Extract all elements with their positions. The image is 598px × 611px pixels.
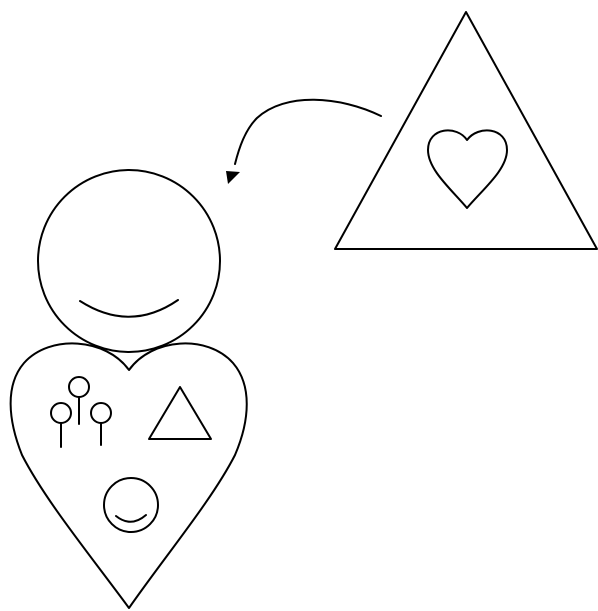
smiley-face-icon (104, 478, 158, 532)
head-circle (38, 170, 220, 352)
heart-in-triangle-icon (428, 130, 507, 208)
small-triangle-icon (149, 387, 211, 439)
curved-arrow-line (235, 100, 381, 164)
smiley-face-mouth (116, 515, 146, 522)
tree-top-left (51, 403, 71, 423)
smiley-face-circle (104, 478, 158, 532)
triangle-with-heart (335, 12, 597, 249)
person-figure (11, 170, 247, 608)
curved-arrow (226, 100, 381, 184)
head-smile (80, 300, 178, 317)
trees-icon (51, 377, 111, 447)
tree-top-center (69, 377, 89, 397)
arrowhead-icon (226, 171, 240, 184)
heart-body (11, 343, 247, 608)
tree-top-right (91, 403, 111, 423)
large-triangle-icon (335, 12, 597, 249)
